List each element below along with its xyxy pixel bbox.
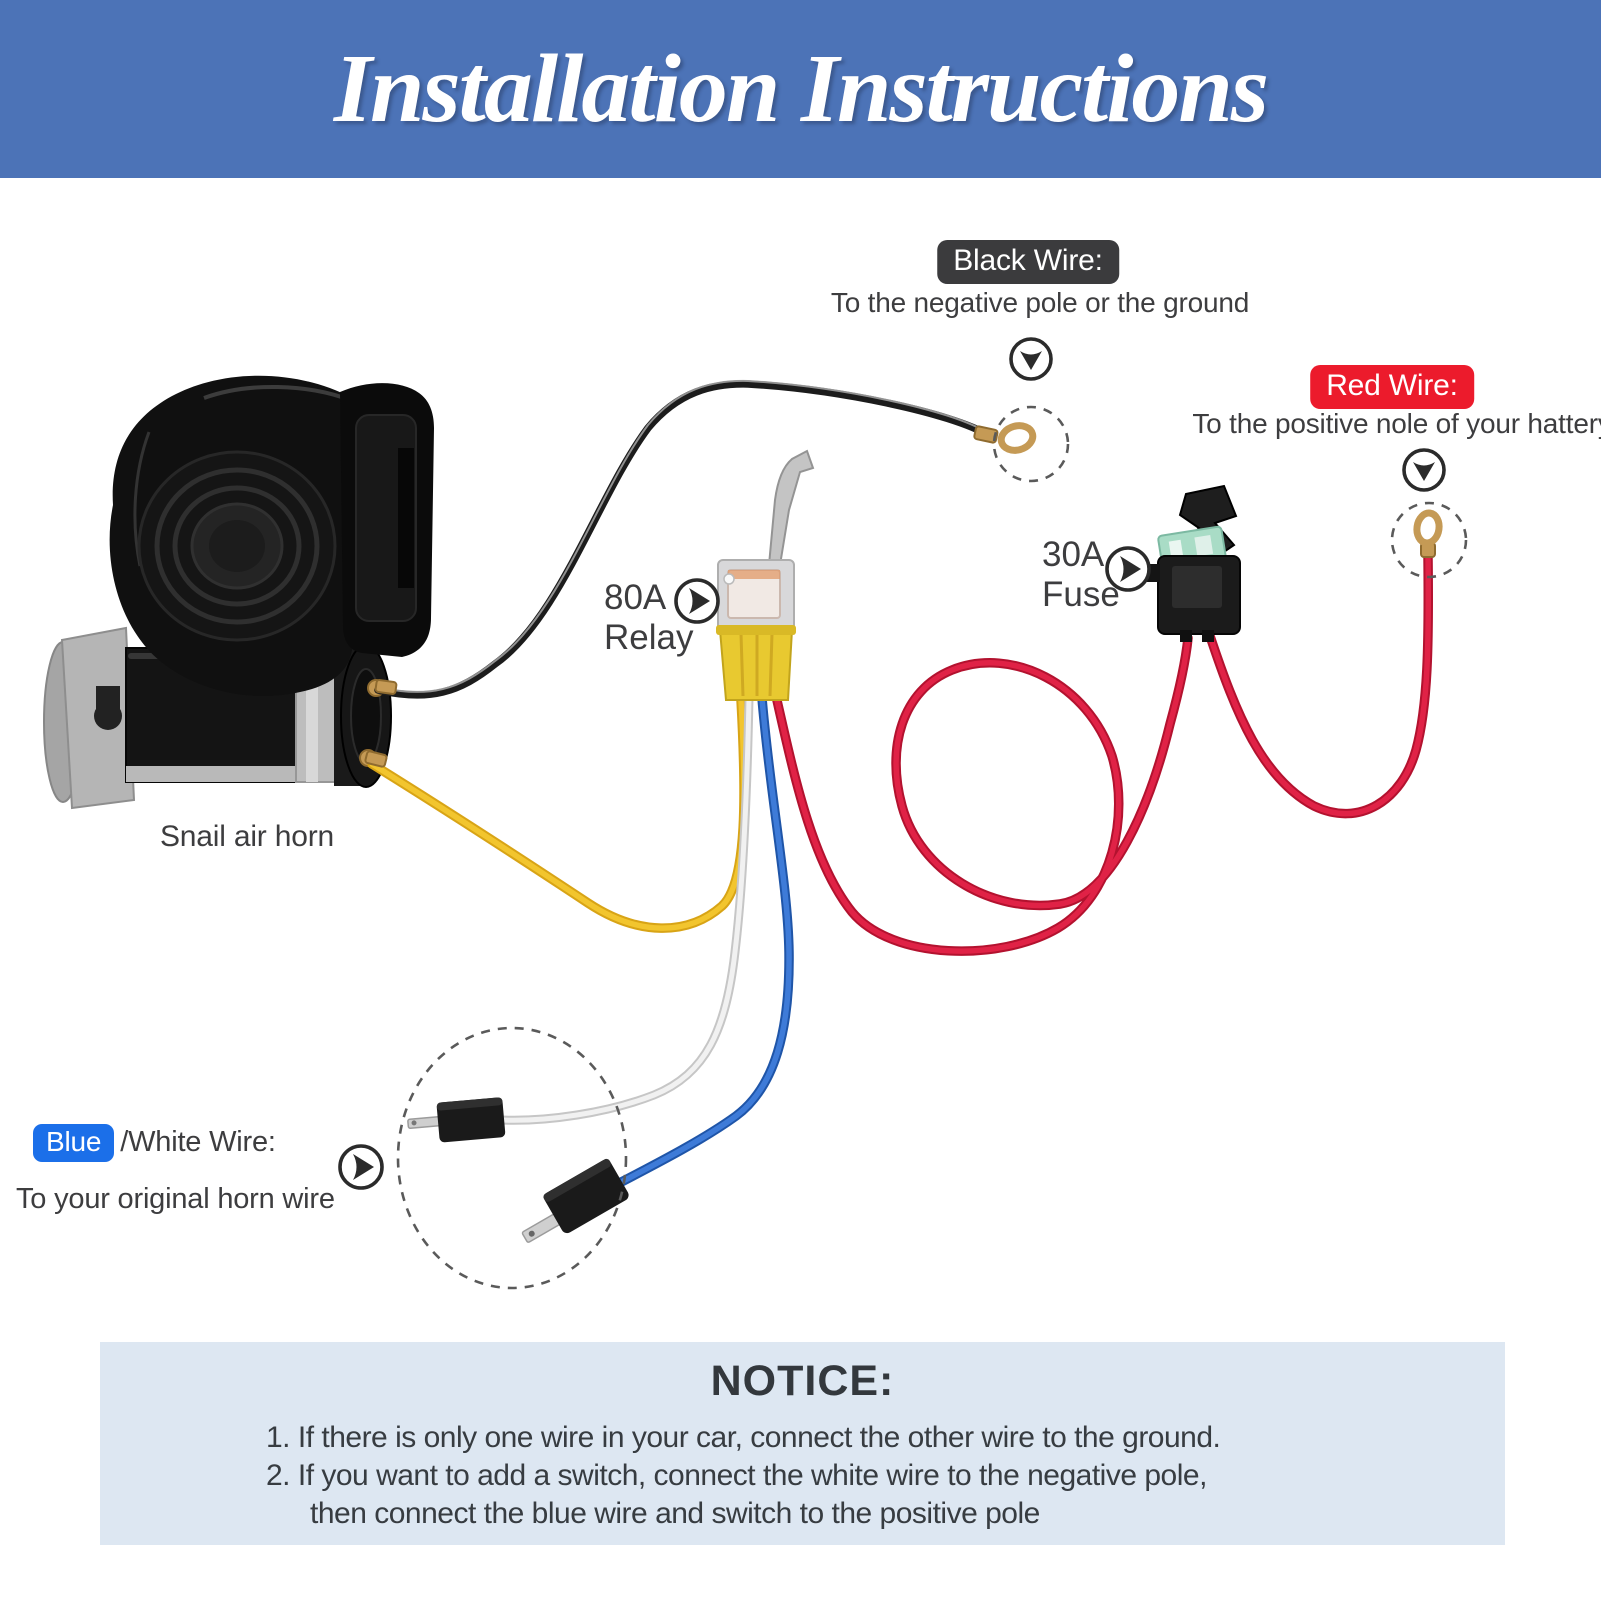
page-title: Installation Instructions [333,35,1269,143]
black-wire-callout: Black Wire: [937,240,1119,284]
black-wire-ring-terminal [973,422,1037,454]
arrow-right-icon [1105,546,1151,592]
black-wire-description: To the negative pole or the ground [830,287,1250,318]
horn-wire-crimp-top [374,679,398,695]
chevron-down-icon [1402,448,1446,492]
red-wire-fuse-to-battery [1205,551,1434,819]
chevron-down-icon [1009,337,1053,381]
notice-box: NOTICE: 1. If there is only one wire in … [100,1342,1505,1545]
notice-item-2-continued: then connect the blue wire and switch to… [310,1497,1040,1530]
blue-wire-connector [521,1158,629,1243]
yellow-wire [367,695,749,933]
relay-label: 80A Relay [604,578,693,657]
red-wire-badge: Red Wire: [1310,365,1474,409]
horn-label: Snail air horn [160,820,334,853]
ground-terminal-highlight [992,405,1070,483]
fuse-label: 30A Fuse [1042,535,1120,614]
blue-wire-badge: Blue [33,1124,115,1162]
white-wire-connector [407,1097,506,1143]
black-ground-wire [374,379,994,699]
arrow-right-icon [338,1144,384,1190]
notice-item-2: 2. If you want to add a switch, connect … [266,1459,1207,1492]
horn-wire-crimp-bottom [364,750,388,768]
header-banner: Installation Instructions [0,0,1601,178]
blue-white-callout: Blue/White Wire: [33,1124,276,1162]
arrow-right-icon [674,578,720,624]
black-wire-badge: Black Wire: [937,240,1119,284]
notice-items: 1. If there is only one wire in your car… [266,1419,1505,1533]
relay-illustration [716,449,815,701]
snail-air-horn-illustration [43,375,434,810]
white-wire [495,693,754,1125]
notice-title: NOTICE: [710,1357,895,1405]
horn-connectors-highlight [396,1026,628,1290]
red-wire-callout: Red Wire: [1310,365,1474,409]
white-wire-suffix: /White Wire: [120,1126,276,1158]
notice-item-1: 1. If there is only one wire in your car… [266,1421,1221,1454]
battery-terminal-highlight [1390,501,1468,579]
red-wire-relay-to-fuse [771,633,1193,956]
blue-wire [601,693,794,1195]
red-wire-description: To the positive nole of your hattery [1192,408,1601,439]
fuse-holder-illustration [1146,484,1241,642]
relay-amp: 80A [604,578,667,617]
red-wire-ring-terminal [1413,509,1443,558]
blue-white-description: To your original horn wire [16,1183,335,1215]
fuse-amp: 30A [1042,535,1105,574]
relay-name: Relay [604,617,694,657]
fuse-name: Fuse [1042,574,1120,614]
